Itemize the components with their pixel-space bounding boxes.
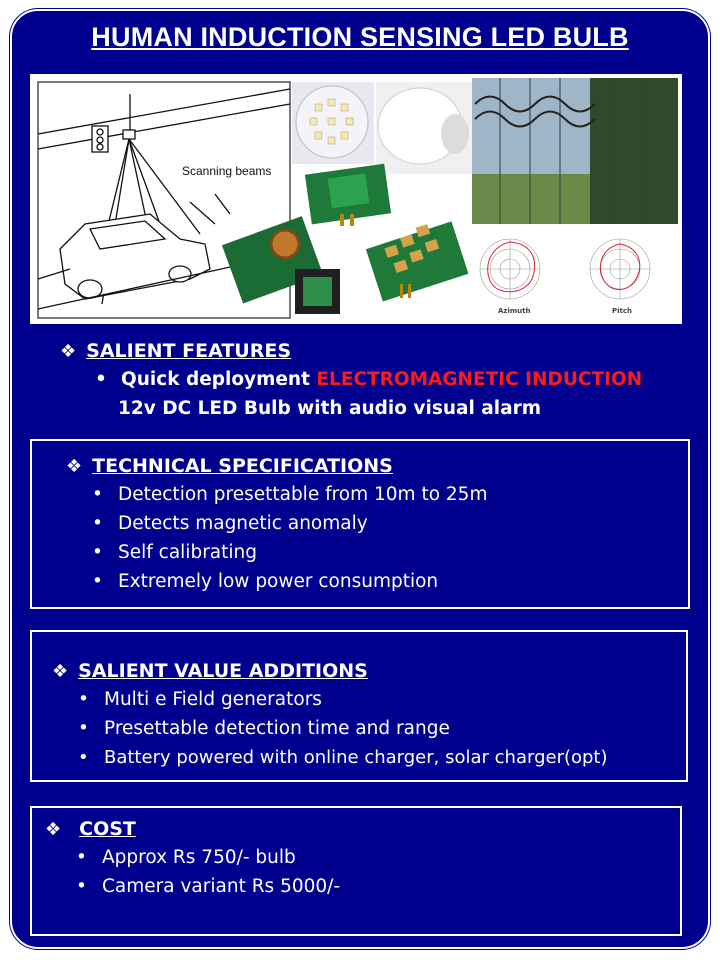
spec-item: • Detects magnetic anomaly (92, 513, 368, 534)
azimuth-label: Azimuth (498, 307, 531, 315)
cost-item: • Approx Rs 750/- bulb (76, 847, 296, 868)
fence-photo (472, 78, 678, 224)
diamond-bullet-icon: ❖ (60, 341, 77, 362)
salient-features-line-1: • Quick deployment ELECTROMAGNETIC INDUCT… (95, 369, 642, 390)
technical-specifications-heading: TECHNICAL SPECIFICATIONS (92, 455, 393, 477)
diamond-bullet-icon: ❖ (66, 456, 83, 477)
page-title: HUMAN INDUCTION SENSING LED BULB (91, 22, 629, 52)
salient-features-line-2: 12v DC LED Bulb with audio visual alarm (118, 398, 541, 419)
value-text: Battery powered with online charger, sol… (104, 747, 608, 768)
azimuth-polar-plot (479, 238, 541, 300)
dot-bullet-icon: • (92, 513, 103, 534)
pitch-polar-plot (589, 238, 651, 300)
dot-bullet-icon: • (78, 718, 89, 739)
salient-features-highlight: ELECTROMAGNETIC INDUCTION (316, 369, 643, 390)
dome-bulb-photo (376, 82, 472, 174)
cost-box (30, 806, 682, 936)
dot-bullet-icon: • (78, 689, 89, 710)
diamond-bullet-icon: ❖ (52, 661, 69, 682)
value-text: Multi e Field generators (104, 689, 322, 710)
value-text: Presettable detection time and range (104, 718, 450, 739)
cost-heading-row: ❖ COST (45, 818, 136, 840)
scanning-diagram-illustration (37, 81, 291, 319)
salient-features-prefix: Quick deployment (121, 369, 310, 390)
spec-item: • Extremely low power consumption (92, 571, 438, 592)
value-additions-heading: SALIENT VALUE ADDITIONS (78, 660, 368, 682)
spec-text: Extremely low power consumption (118, 571, 439, 592)
led-board-photo (292, 82, 374, 164)
value-additions-heading-row: ❖ SALIENT VALUE ADDITIONS (52, 660, 368, 682)
dot-bullet-icon: • (92, 542, 103, 563)
salient-features-heading: SALIENT FEATURES (86, 340, 292, 362)
value-item: • Multi e Field generators (78, 689, 322, 710)
dot-bullet-icon: • (92, 484, 103, 505)
dot-bullet-icon: • (95, 369, 107, 390)
cost-item: • Camera variant Rs 5000/- (76, 876, 340, 897)
spec-item: • Self calibrating (92, 542, 257, 563)
spec-text: Detects magnetic anomaly (118, 513, 368, 534)
radar-module-photo (365, 221, 469, 302)
spec-text: Self calibrating (118, 542, 257, 563)
cost-text: Camera variant Rs 5000/- (102, 876, 341, 897)
salient-features-heading-row: ❖ SALIENT FEATURES (60, 340, 291, 362)
cost-heading: COST (79, 818, 136, 840)
value-additions-box (30, 630, 688, 782)
technical-specifications-heading-row: ❖ TECHNICAL SPECIFICATIONS (66, 455, 393, 477)
dot-bullet-icon: • (78, 747, 89, 768)
product-image-collage: Scanning beams (30, 74, 682, 324)
spec-item: • Detection presettable from 10m to 25m (92, 484, 487, 505)
scanning-beams-label: Scanning beams (182, 164, 271, 178)
spec-text: Detection presettable from 10m to 25m (118, 484, 488, 505)
dot-bullet-icon: • (76, 847, 87, 868)
coil-board-photo (221, 216, 340, 314)
value-item: • Battery powered with online charger, so… (78, 747, 608, 768)
sensor-module-photo (304, 163, 392, 226)
dot-bullet-icon: • (76, 876, 87, 897)
value-item: • Presettable detection time and range (78, 718, 450, 739)
diamond-bullet-icon: ❖ (45, 819, 62, 840)
pitch-label: Pitch (612, 307, 632, 315)
cost-text: Approx Rs 750/- bulb (102, 847, 296, 868)
technical-specifications-box (30, 439, 690, 609)
dot-bullet-icon: • (92, 571, 103, 592)
